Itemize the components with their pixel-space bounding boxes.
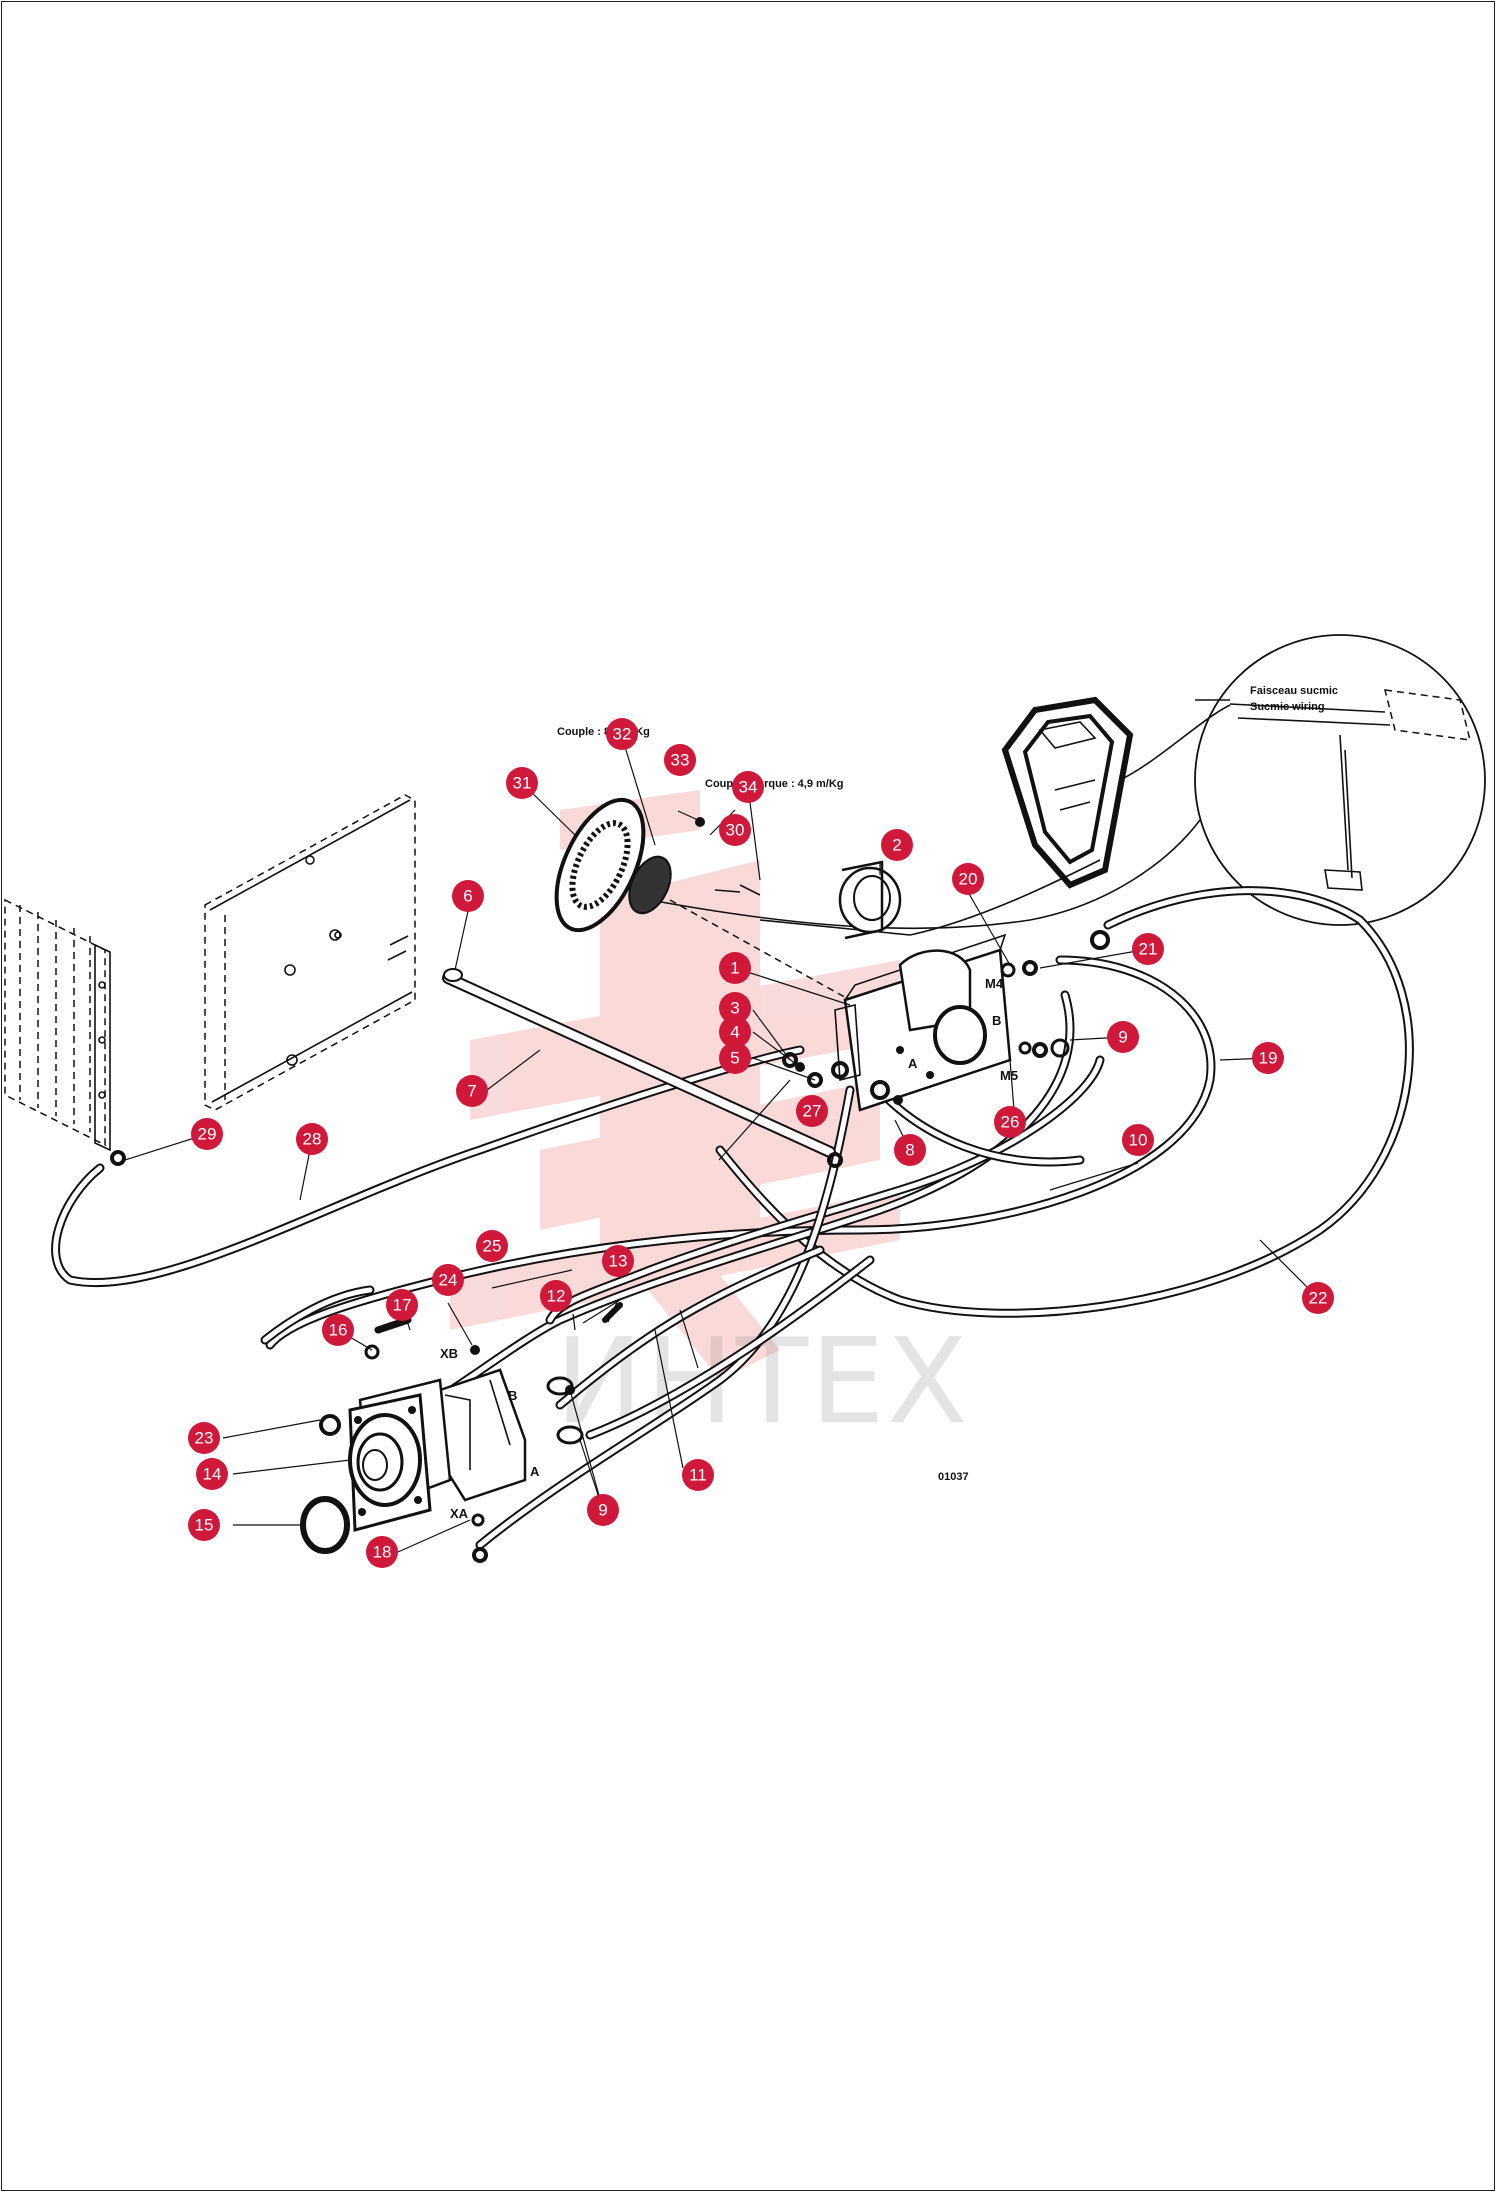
callout-34[interactable]: 34 xyxy=(732,771,764,803)
svg-text:33: 33 xyxy=(671,751,690,770)
leader-lines xyxy=(124,736,1319,1553)
callout-9-upper[interactable]: 9 xyxy=(1107,1021,1139,1053)
svg-text:5: 5 xyxy=(730,1049,739,1068)
svg-text:10: 10 xyxy=(1129,1131,1148,1150)
port-a-motor: A xyxy=(530,1464,540,1479)
callout-15[interactable]: 15 xyxy=(188,1509,220,1541)
svg-text:23: 23 xyxy=(195,1429,214,1448)
o-ring-6 xyxy=(443,968,463,982)
svg-text:15: 15 xyxy=(195,1516,214,1535)
port-a-valve: A xyxy=(908,1056,918,1071)
cab-frame-drawing xyxy=(1001,696,1134,889)
callout-24[interactable]: 24 xyxy=(432,1264,464,1296)
svg-text:28: 28 xyxy=(303,1130,322,1149)
callout-22[interactable]: 22 xyxy=(1302,1282,1334,1314)
svg-text:6: 6 xyxy=(463,887,472,906)
callout-13[interactable]: 13 xyxy=(602,1245,634,1277)
svg-text:26: 26 xyxy=(1001,1113,1020,1132)
callout-33[interactable]: 33 xyxy=(664,744,696,776)
svg-text:16: 16 xyxy=(329,1321,348,1340)
svg-text:11: 11 xyxy=(689,1466,707,1485)
callout-19[interactable]: 19 xyxy=(1252,1042,1284,1074)
svg-text:4: 4 xyxy=(730,1023,739,1042)
callout-20[interactable]: 20 xyxy=(952,863,984,895)
callout-3[interactable]: 3 xyxy=(719,992,751,1024)
callout-29[interactable]: 29 xyxy=(191,1118,223,1150)
svg-text:1: 1 xyxy=(730,959,739,978)
svg-text:22: 22 xyxy=(1309,1289,1328,1308)
port-m5: M5 xyxy=(1000,1068,1018,1083)
callout-9-lower[interactable]: 9 xyxy=(587,1494,619,1526)
wiring-label-fr: Faisceau sucmic xyxy=(1250,685,1338,697)
fitting-23 xyxy=(319,1414,341,1436)
svg-text:18: 18 xyxy=(373,1543,392,1562)
svg-text:9: 9 xyxy=(598,1501,607,1520)
port-xb: XB xyxy=(440,1346,458,1361)
callout-14[interactable]: 14 xyxy=(196,1458,228,1490)
svg-text:3: 3 xyxy=(730,999,739,1018)
callout-5[interactable]: 5 xyxy=(719,1042,751,1074)
callout-6[interactable]: 6 xyxy=(452,880,484,912)
port-xa: XA xyxy=(450,1506,469,1521)
brake-disc-assembly xyxy=(554,797,851,1001)
callout-28[interactable]: 28 xyxy=(296,1123,328,1155)
svg-text:25: 25 xyxy=(483,1237,502,1256)
callout-25[interactable]: 25 xyxy=(476,1230,508,1262)
svg-text:2: 2 xyxy=(892,836,901,855)
callout-4[interactable]: 4 xyxy=(719,1016,751,1048)
valve-block-drawing xyxy=(834,933,1032,1112)
svg-text:9: 9 xyxy=(1118,1028,1127,1047)
callout-10[interactable]: 10 xyxy=(1122,1124,1154,1156)
radiator-drawing xyxy=(4,898,111,1152)
callout-21[interactable]: 21 xyxy=(1132,933,1164,965)
svg-text:30: 30 xyxy=(726,821,745,840)
svg-text:12: 12 xyxy=(547,1287,566,1306)
callout-12[interactable]: 12 xyxy=(540,1280,572,1312)
callout-11[interactable]: 11 xyxy=(682,1459,714,1491)
svg-text:13: 13 xyxy=(609,1252,628,1271)
callout-1[interactable]: 1 xyxy=(719,952,751,984)
hydraulic-motor-drawing xyxy=(300,1302,623,1563)
tank-panel-drawing xyxy=(204,794,416,1111)
callout-31[interactable]: 31 xyxy=(506,767,538,799)
callout-7[interactable]: 7 xyxy=(456,1075,488,1107)
callout-2[interactable]: 2 xyxy=(881,829,913,861)
callout-8[interactable]: 8 xyxy=(894,1134,926,1166)
torque-note-2: Couple / Torque : 4,9 m/Kg xyxy=(705,778,844,790)
svg-text:32: 32 xyxy=(613,725,632,744)
svg-text:29: 29 xyxy=(198,1125,217,1144)
svg-text:31: 31 xyxy=(513,774,532,793)
callout-32[interactable]: 32 xyxy=(606,718,638,750)
callout-18[interactable]: 18 xyxy=(366,1536,398,1568)
callout-16[interactable]: 16 xyxy=(322,1314,354,1346)
drawing-code: 01037 xyxy=(938,1471,969,1483)
callout-27[interactable]: 27 xyxy=(796,1095,828,1127)
callout-17[interactable]: 17 xyxy=(386,1289,418,1321)
callout-26[interactable]: 26 xyxy=(994,1106,1026,1138)
port-b-valve: B xyxy=(992,1013,1001,1028)
svg-text:34: 34 xyxy=(739,778,758,797)
svg-text:19: 19 xyxy=(1259,1049,1278,1068)
o-ring-15 xyxy=(300,1496,350,1554)
svg-text:7: 7 xyxy=(467,1082,476,1101)
svg-text:20: 20 xyxy=(959,870,978,889)
svg-text:14: 14 xyxy=(203,1465,222,1484)
wiring-detail-circle: Faisceau sucmic Sucmic wiring xyxy=(1194,634,1486,926)
solenoid-coil-drawing xyxy=(838,860,902,940)
port-b-motor: B xyxy=(508,1388,517,1403)
svg-text:17: 17 xyxy=(393,1296,412,1315)
callout-30[interactable]: 30 xyxy=(719,814,751,846)
svg-text:21: 21 xyxy=(1139,940,1158,959)
svg-text:8: 8 xyxy=(905,1141,914,1160)
svg-text:24: 24 xyxy=(439,1271,458,1290)
callout-23[interactable]: 23 xyxy=(188,1422,220,1454)
port-m4: M4 xyxy=(985,976,1004,991)
svg-text:27: 27 xyxy=(803,1102,822,1121)
